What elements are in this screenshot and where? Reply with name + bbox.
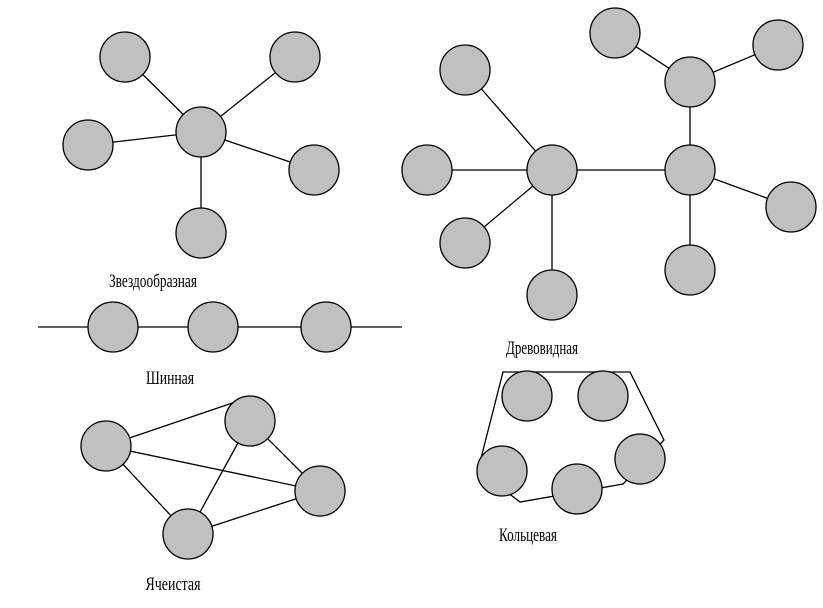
star-hub-node	[175, 106, 227, 158]
tree-node	[664, 56, 716, 108]
star-topology: Звездообразная	[62, 31, 340, 292]
tree-node	[664, 244, 716, 296]
mesh-label: Ячеистая	[146, 574, 201, 595]
ring-node	[476, 445, 528, 497]
mesh-node	[224, 395, 276, 447]
mesh-node	[294, 465, 346, 517]
tree-root-node	[526, 144, 578, 196]
ring-node	[577, 370, 629, 422]
mesh-topology: Ячеистая	[80, 395, 346, 595]
mesh-node	[162, 508, 214, 560]
star-label: Звездообразная	[109, 271, 197, 292]
bus-topology: Шинная	[38, 301, 402, 389]
mesh-edge	[105, 445, 321, 492]
ring-node	[551, 463, 603, 515]
star-node	[269, 31, 321, 83]
ring-node	[614, 433, 666, 485]
tree-node	[401, 144, 453, 196]
star-node	[99, 31, 151, 83]
bus-node	[187, 301, 239, 353]
star-node	[288, 144, 340, 196]
tree-node	[752, 19, 804, 71]
tree-label: Древовидная	[506, 338, 578, 359]
ring-topology: Кольцевая	[476, 370, 666, 546]
tree-node	[439, 44, 491, 96]
ring-label: Кольцевая	[499, 525, 557, 546]
star-node	[62, 119, 114, 171]
tree-node	[589, 7, 641, 59]
tree-node	[439, 217, 491, 269]
tree-branch-node	[664, 144, 716, 196]
tree-node	[765, 181, 817, 233]
bus-node	[300, 301, 352, 353]
bus-node	[87, 301, 139, 353]
tree-topology: Древовидная	[401, 7, 817, 359]
ring-node	[501, 370, 553, 422]
mesh-node	[80, 420, 132, 472]
bus-label: Шинная	[146, 368, 194, 389]
tree-node	[526, 269, 578, 321]
star-node	[175, 207, 227, 259]
